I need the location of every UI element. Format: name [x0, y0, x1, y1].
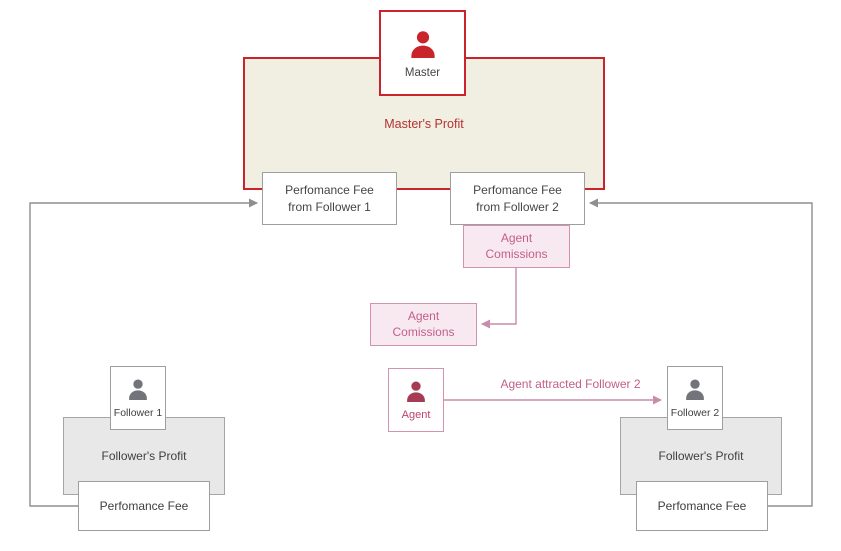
follower1-fee-label: Perfomance Fee [99, 499, 189, 513]
agent-commissions-lower-box: Agent Comissions [370, 303, 477, 346]
fee-from-follower1-box: Perfomance Fee from Follower 1 [262, 172, 397, 225]
fee-from-follower2-line1: Perfomance Fee [473, 183, 562, 198]
agent-commissions-upper-box: Agent Comissions [463, 225, 570, 268]
agent-person-icon [407, 381, 425, 402]
fee-from-follower1-line1: Perfomance Fee [285, 183, 374, 198]
follower2-fee-label: Perfomance Fee [657, 499, 747, 513]
follower2-label: Follower 2 [670, 407, 720, 419]
agent-label: Agent [401, 409, 431, 421]
follower1-person-icon [129, 379, 147, 400]
connector-agent-commissions [481, 268, 517, 329]
agent-commissions-upper-line2: Comissions [485, 246, 548, 261]
master-person-icon [410, 30, 435, 58]
fee-from-follower2-line2: from Follower 2 [476, 199, 559, 214]
follower2-fee-box: Perfomance Fee [636, 481, 768, 531]
agent-commissions-lower-line1: Agent [407, 308, 440, 323]
master-profit-label: Master's Profit [384, 116, 464, 131]
follower2-person-icon [686, 379, 704, 400]
master-node: Master [379, 10, 466, 96]
follower1-profit-label: Follower's Profit [101, 449, 187, 463]
follower1-node: Follower 1 [110, 366, 166, 430]
follower2-node: Follower 2 [667, 366, 723, 430]
agent-commissions-lower-line2: Comissions [392, 324, 455, 339]
follower2-profit-label: Follower's Profit [658, 449, 744, 463]
follower1-label: Follower 1 [113, 407, 163, 419]
agent-arrow-label: Agent attracted Follower 2 [500, 377, 641, 391]
agent-commissions-upper-line1: Agent [500, 230, 533, 245]
follower1-fee-box: Perfomance Fee [78, 481, 210, 531]
agent-node: Agent [388, 368, 444, 432]
master-label: Master [404, 66, 441, 79]
fee-from-follower2-box: Perfomance Fee from Follower 2 [450, 172, 585, 225]
fee-from-follower1-line2: from Follower 1 [288, 199, 371, 214]
